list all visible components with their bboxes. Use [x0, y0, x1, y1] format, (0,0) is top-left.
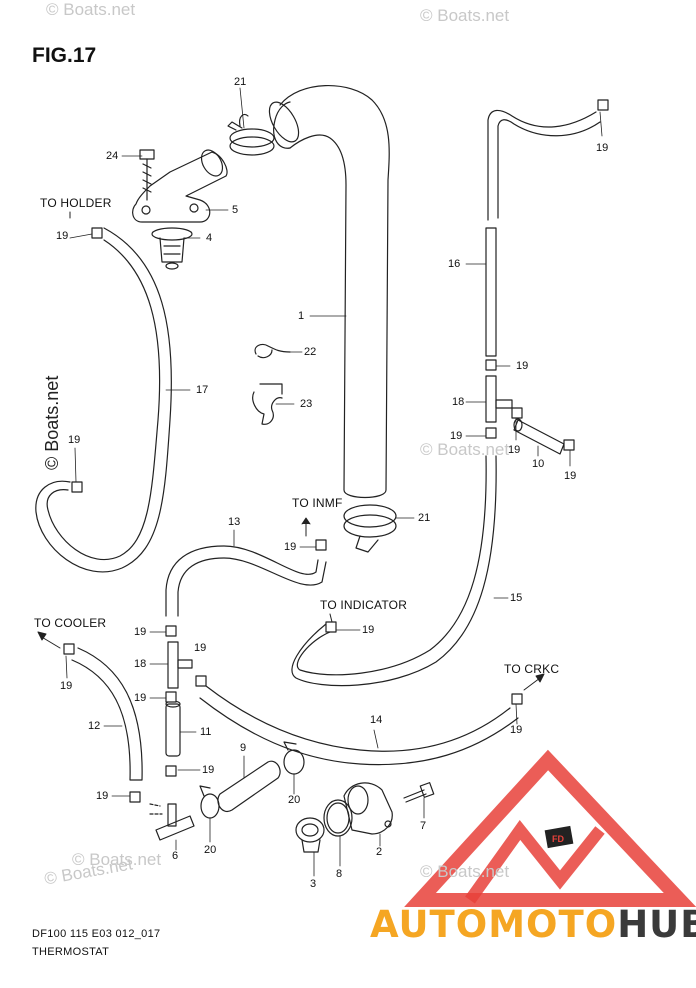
part-label: 19	[284, 541, 297, 553]
figure-name: THERMOSTAT	[32, 946, 110, 958]
dest-inmf: TO INMF	[292, 496, 343, 510]
part-label: 23	[300, 398, 313, 410]
cap-part-3	[295, 817, 325, 853]
dest-crkc: TO CRKC	[504, 662, 560, 676]
part-label: 17	[196, 384, 209, 396]
part-label: 19	[134, 692, 147, 704]
thermostat-part-4	[151, 227, 193, 270]
clamp-part-21b	[343, 504, 397, 553]
clamp-part-20a	[199, 785, 220, 819]
part-label: 19	[564, 470, 577, 482]
part-label: 6	[172, 850, 179, 862]
watermark-text: © Boats.net	[420, 862, 510, 881]
part-label: 19	[596, 142, 609, 154]
part-label: 1	[298, 310, 305, 322]
brand-part-b: HUB	[617, 903, 696, 946]
logo-badge-text: FD	[552, 834, 564, 844]
part-label: 19	[194, 642, 207, 654]
hose-part-15	[291, 455, 497, 687]
part-label: 5	[232, 204, 239, 216]
part-label: 13	[228, 516, 241, 528]
part-label: 18	[134, 658, 147, 670]
part-label: 3	[310, 878, 317, 890]
clamps-part-19	[63, 99, 609, 803]
part-label: 21	[418, 512, 431, 524]
hose-part-17	[35, 227, 172, 573]
hose-part-1	[268, 84, 390, 499]
leader-lines	[65, 87, 603, 877]
part-label: 19	[134, 626, 147, 638]
part-label: 19	[362, 624, 375, 636]
bolt-part-7	[403, 782, 435, 803]
watermark-text: © Boats.net	[72, 850, 162, 869]
figure-title: FIG.17	[32, 44, 97, 67]
watermark-text: © Boats.net	[420, 440, 510, 459]
part-label: 10	[532, 458, 545, 470]
part-label: 19	[60, 680, 73, 692]
watermark-side-text: © Boats.net	[42, 375, 62, 470]
hose-part-12	[71, 647, 143, 781]
clamp-part-21a	[227, 113, 275, 156]
housing-part-5	[132, 149, 228, 223]
hose-part-13	[165, 545, 327, 617]
part-label: 19	[508, 444, 521, 456]
destination-arrows	[37, 211, 545, 691]
part-label: 8	[336, 868, 343, 880]
part-label: 19	[202, 764, 215, 776]
hose-part-11	[165, 700, 181, 757]
brand-logo-icon: FD	[404, 749, 696, 907]
part-label: 9	[240, 742, 247, 754]
tee-part-18-left	[167, 641, 193, 689]
part-label: 24	[106, 150, 119, 162]
part-label: 21	[234, 76, 247, 88]
part-label: 7	[420, 820, 427, 832]
part-label: 14	[370, 714, 383, 726]
tee-part-6	[149, 803, 195, 841]
dest-cooler: TO COOLER	[34, 616, 107, 630]
hose-part-10	[513, 418, 565, 455]
part-label: 20	[288, 794, 301, 806]
part-label: 19	[96, 790, 109, 802]
part-label: 19	[450, 430, 463, 442]
part-label: 2	[376, 846, 383, 858]
part-label: 19	[68, 434, 81, 446]
bolt-part-24	[139, 149, 155, 201]
cover-part-2	[343, 782, 393, 835]
watermark-text: © Boats.net	[46, 0, 136, 19]
part-label: 4	[206, 232, 213, 244]
part-label: 11	[200, 726, 212, 738]
hose-part-16	[485, 109, 601, 357]
part-label: 19	[56, 230, 69, 242]
part-label: 12	[88, 720, 101, 732]
dest-holder: TO HOLDER	[40, 196, 112, 210]
part-label: 15	[510, 592, 523, 604]
brand-wordmark: AUTOMOTOHUB	[370, 903, 696, 946]
part-label: 19	[516, 360, 529, 372]
part-label: 20	[204, 844, 217, 856]
part-label: 19	[510, 724, 523, 736]
oring-part-8	[323, 799, 353, 837]
tee-part-18-right	[485, 375, 513, 423]
part-label: 18	[452, 396, 465, 408]
part-label: 16	[448, 258, 461, 270]
hose-part-14	[199, 685, 519, 766]
hose-part-9	[217, 760, 281, 812]
brand-part-a: AUTOMOTO	[370, 903, 618, 946]
part-label: 22	[304, 346, 317, 358]
figure-code: DF100 115 E03 012_017	[32, 928, 161, 940]
watermark-text: © Boats.net	[420, 6, 510, 25]
clip-part-22	[254, 343, 291, 359]
clamp-part-23	[252, 383, 283, 425]
clamp-part-20b	[283, 741, 305, 775]
dest-indicator: TO INDICATOR	[320, 598, 408, 612]
